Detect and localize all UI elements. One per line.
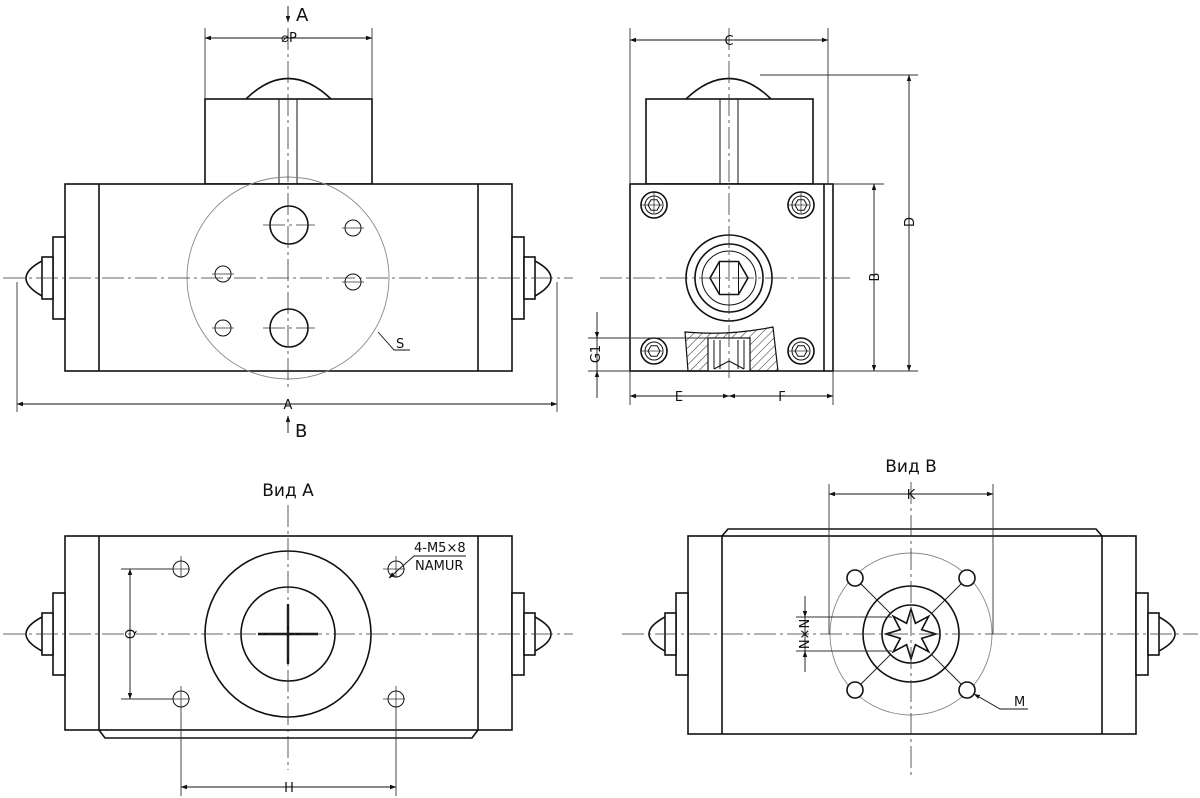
dim-b-label: B xyxy=(868,273,883,282)
section-a-label: A xyxy=(296,5,309,26)
view-b-hole-bl xyxy=(846,681,864,699)
dim-s-label: S xyxy=(396,337,404,352)
view-b: Вид B K N×N M xyxy=(622,457,1198,775)
front-left-cap-dome xyxy=(25,260,43,297)
view-a: Вид A Q H xyxy=(3,481,573,796)
dim-g1-label: G1 xyxy=(589,345,604,363)
view-b-hole-tr xyxy=(958,569,976,587)
front-body xyxy=(64,183,513,372)
view-b-hole-br xyxy=(958,681,976,699)
thread-note: 4-M5×8 xyxy=(414,541,466,556)
view-b-title: Вид B xyxy=(885,457,937,477)
namur-leader xyxy=(388,555,466,579)
view-b-top-bevel xyxy=(721,528,1103,537)
side-top-block xyxy=(645,98,814,185)
front-indicator-dome xyxy=(245,77,332,100)
dim-m-leader xyxy=(973,693,1028,710)
dim-f-label: F xyxy=(778,390,785,405)
dim-a-label: A xyxy=(284,398,293,413)
dim-k-label: K xyxy=(907,488,916,503)
dim-s-leader xyxy=(377,331,410,351)
section-b-label: B xyxy=(295,421,307,442)
side-view: C D B G1 E F xyxy=(588,28,918,405)
front-view: ⌀P A B A S xyxy=(3,5,573,442)
dim-p-label: ⌀P xyxy=(281,31,297,46)
dim-h-label: H xyxy=(284,781,294,796)
dim-q-label: Q xyxy=(124,629,139,639)
namur-note: NAMUR xyxy=(415,559,463,574)
dim-m-label: M xyxy=(1014,695,1025,710)
front-top-block xyxy=(204,98,373,185)
dim-d-label: D xyxy=(903,217,918,227)
dim-e-label: E xyxy=(675,390,683,405)
view-a-bottom-bevel xyxy=(98,729,479,739)
dim-c-label: C xyxy=(724,34,733,49)
view-a-title: Вид A xyxy=(262,481,314,501)
side-indicator-dome xyxy=(685,77,772,100)
dim-nxn-label: N×N xyxy=(798,619,813,649)
front-right-cap-dome xyxy=(534,260,552,297)
view-b-hole-tl xyxy=(846,569,864,587)
